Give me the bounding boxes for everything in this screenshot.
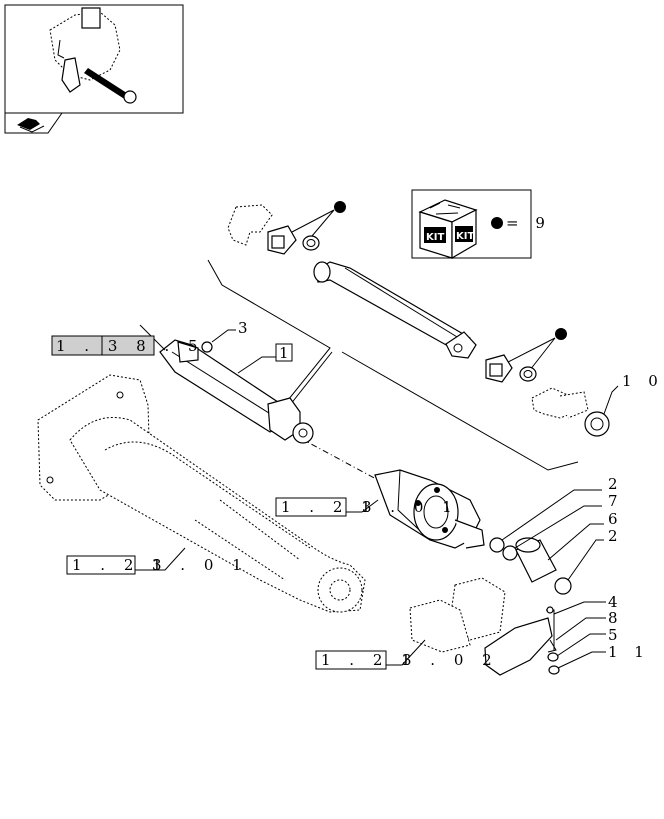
callout-7: 7 [608, 492, 624, 510]
bracket-and-guard[interactable] [409, 577, 606, 676]
callout-8: 8 [608, 609, 624, 627]
kit-word-left: KIT [426, 232, 444, 243]
kit-word-right: KIT [456, 231, 474, 242]
ref-1-21-center-tail: 3 . 0 1 [362, 498, 459, 516]
nut-item11 [548, 665, 560, 675]
kit-dot-icon [555, 328, 567, 340]
pinion-housing[interactable] [374, 469, 485, 549]
nut-item3 [201, 341, 213, 353]
seal-ring-top [302, 235, 320, 251]
axle-housing[interactable] [37, 374, 366, 613]
callout-3: 3 [238, 319, 254, 337]
upper-yoke-assembly[interactable] [227, 201, 346, 255]
washer-item7 [502, 545, 518, 561]
kit-dot-icon [334, 201, 346, 213]
ref-link-1-21-3-01-center[interactable]: 1 . 2 1 3 . 0 1 [275, 497, 459, 517]
book-arrow-icon [17, 118, 45, 133]
callout-11: 1 1 [608, 643, 650, 661]
nav-tab[interactable] [4, 112, 63, 134]
kit-legend: KIT KIT = 9 [411, 189, 551, 260]
lower-yoke-assembly[interactable] [485, 328, 619, 437]
main-shaft-tube[interactable] [139, 324, 314, 444]
callout-6: 6 [608, 510, 624, 528]
callout-10: 1 0 [622, 372, 664, 390]
ref-1-21-302-tail: 3 . 0 2 [402, 651, 499, 669]
callout-1: 1 [279, 344, 295, 362]
ref-link-1-21-3-02[interactable]: 1 . 2 1 3 . 0 2 [315, 639, 499, 670]
ref-link-1-38-5[interactable]: 1 . 3 8 . 5 [51, 335, 205, 356]
callout-1-box [275, 343, 293, 362]
o-ring-item2b [554, 577, 572, 595]
ref-1-21-left-tail: 3 . 0 1 [152, 556, 249, 574]
washer-item8 [547, 639, 557, 653]
drive-shaft-long[interactable] [313, 261, 477, 359]
guard-plate [484, 617, 553, 676]
seal-ring-bottom [519, 366, 537, 382]
ref-link-1-21-3-01-left[interactable]: 1 . 2 1 3 . 0 1 [66, 547, 249, 575]
callout-2a: 2 [608, 475, 624, 493]
kit-dot-icon [491, 217, 503, 229]
callout-4: 4 [608, 593, 624, 611]
ref-1-38-5-label: 1 . 3 8 . 5 [56, 337, 205, 355]
kit-box-icon: KIT KIT [418, 199, 478, 260]
rings-and-sleeve[interactable] [489, 489, 604, 595]
callout-2b: 2 [608, 527, 624, 545]
guide-lines [207, 259, 579, 481]
o-ring-item2a [489, 537, 505, 553]
thumbnail-panel[interactable] [4, 4, 184, 114]
tractor-thumbnail [49, 7, 137, 104]
flange-washer [584, 411, 610, 437]
callout-5: 5 [608, 626, 624, 644]
kit-equals-label: = 9 [506, 214, 551, 232]
nut-item5 [547, 652, 559, 662]
